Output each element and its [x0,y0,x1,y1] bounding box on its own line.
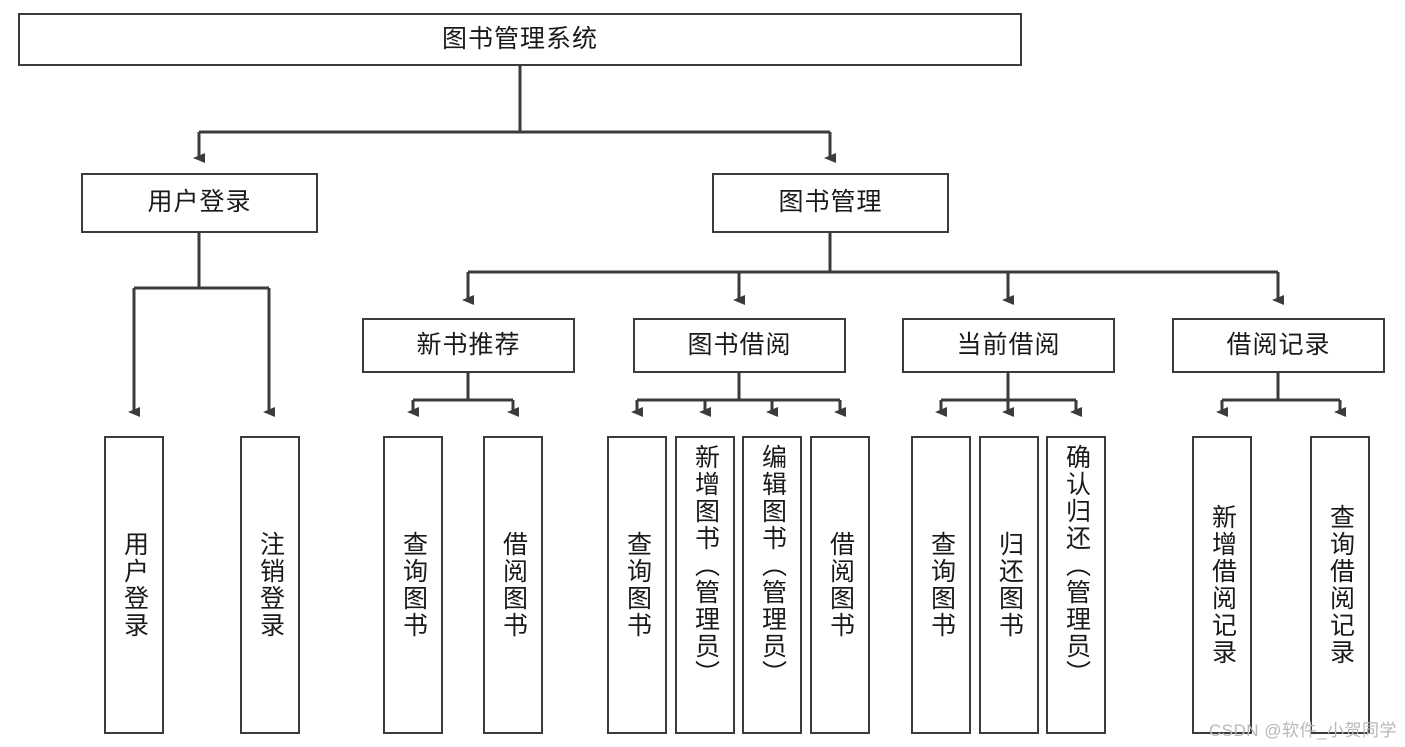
node-book-borrow[interactable]: 图书借阅 [633,318,846,373]
leaf-label: 确认归还（管理员） [1062,444,1091,687]
leaf-content: 查询图书 [385,438,441,732]
leaf-user-login-login[interactable]: 用户登录 [104,436,164,734]
leaf-current-borrow-confirm-return-admin[interactable]: 确认归还（管理员） [1046,436,1106,734]
node-label: 新书推荐 [416,330,521,359]
leaf-label: 查询图书 [399,531,428,639]
node-label: 图书管理系统 [441,24,598,53]
leaf-borrow-record-add-record[interactable]: 新增借阅记录 [1192,436,1252,734]
node-current-borrow[interactable]: 当前借阅 [902,318,1115,373]
node-book-management[interactable]: 图书管理 [712,173,949,233]
node-label: 用户登录 [147,188,252,217]
leaf-content: 借阅图书 [812,438,868,732]
leaf-content: 确认归还（管理员） [1048,438,1104,732]
leaf-content: 查询借阅记录 [1312,438,1368,732]
leaf-borrow-record-query-record[interactable]: 查询借阅记录 [1310,436,1370,734]
leaf-label: 新增借阅记录 [1208,504,1237,666]
leaf-content: 查询图书 [609,438,665,732]
leaf-user-login-logout[interactable]: 注销登录 [240,436,300,734]
leaf-label: 归还图书 [995,531,1024,639]
leaf-content: 新增借阅记录 [1194,438,1250,732]
leaf-current-borrow-return-book[interactable]: 归还图书 [979,436,1039,734]
leaf-current-borrow-query-book[interactable]: 查询图书 [911,436,971,734]
leaf-new-book-query-book[interactable]: 查询图书 [383,436,443,734]
node-label: 图书借阅 [687,330,792,359]
leaf-book-borrow-query-book[interactable]: 查询图书 [607,436,667,734]
leaf-book-borrow-add-book-admin[interactable]: 新增图书（管理员） [675,436,735,734]
leaf-label: 借阅图书 [826,531,855,639]
node-root-system[interactable]: 图书管理系统 [18,13,1022,66]
leaf-content: 注销登录 [242,438,298,732]
leaf-content: 归还图书 [981,438,1037,732]
leaf-label: 查询图书 [927,531,956,639]
leaf-label: 借阅图书 [499,531,528,639]
leaf-content: 查询图书 [913,438,969,732]
leaf-content: 借阅图书 [485,438,541,732]
leaf-new-book-borrow-book[interactable]: 借阅图书 [483,436,543,734]
leaf-label: 新增图书（管理员） [691,444,720,687]
leaf-label: 查询图书 [623,531,652,639]
node-new-book-recommend[interactable]: 新书推荐 [362,318,575,373]
leaf-label: 查询借阅记录 [1326,504,1355,666]
node-label: 图书管理 [778,188,883,217]
leaf-book-borrow-borrow-book[interactable]: 借阅图书 [810,436,870,734]
node-borrow-record[interactable]: 借阅记录 [1172,318,1385,373]
leaf-content: 用户登录 [106,438,162,732]
csdn-watermark: CSDN @软件_小贺同学 [1208,721,1397,740]
node-label: 借阅记录 [1226,330,1331,359]
leaf-content: 编辑图书（管理员） [744,438,800,732]
leaf-label: 注销登录 [256,531,285,639]
leaf-content: 新增图书（管理员） [677,438,733,732]
leaf-label: 编辑图书（管理员） [758,444,787,687]
node-user-login[interactable]: 用户登录 [81,173,318,233]
leaf-book-borrow-edit-book-admin[interactable]: 编辑图书（管理员） [742,436,802,734]
node-label: 当前借阅 [956,330,1061,359]
leaf-label: 用户登录 [120,531,149,639]
